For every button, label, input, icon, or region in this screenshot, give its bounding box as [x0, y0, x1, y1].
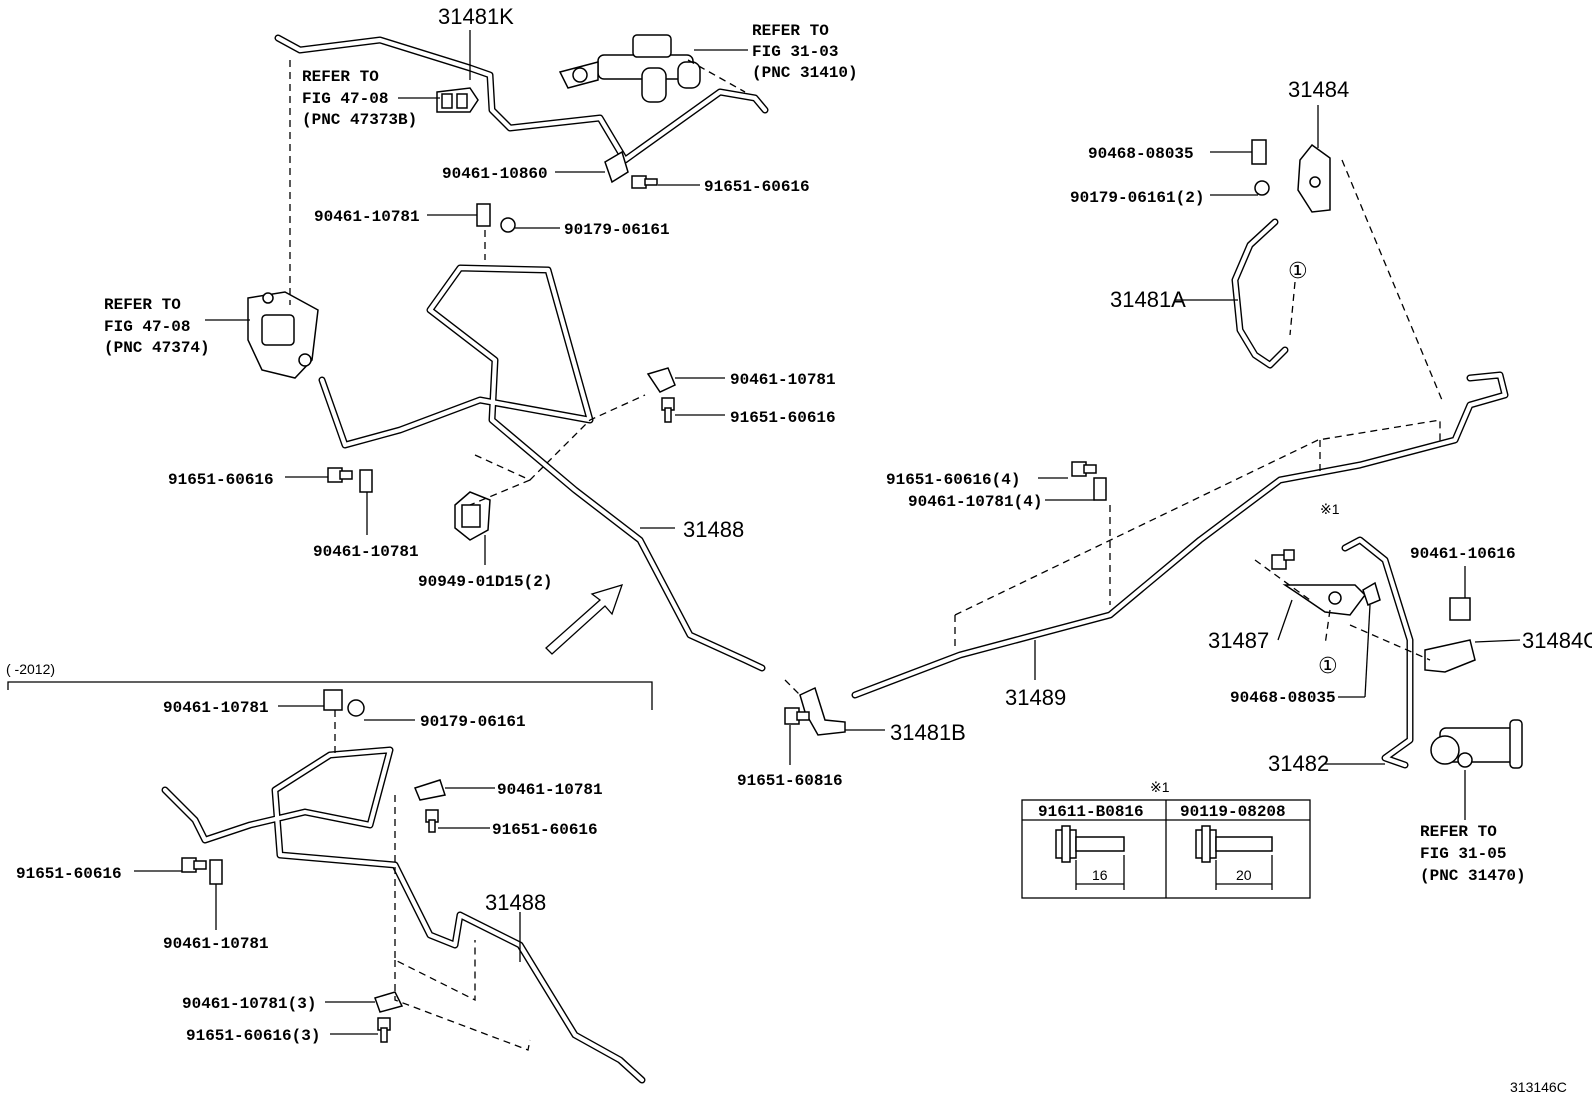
label-91651-60616-3[interactable]: 91651-60616(3)	[186, 1027, 320, 1045]
bracket-90461-10860[interactable]	[604, 150, 629, 184]
bracket-31481B[interactable]	[784, 686, 846, 736]
pipe-31489[interactable]	[851, 371, 1509, 699]
label-31487[interactable]: 31487	[1208, 628, 1269, 653]
bracket-90461-10781-b[interactable]	[646, 367, 676, 393]
pipe-31482[interactable]	[1341, 536, 1414, 769]
label-91651-60816[interactable]: 91651-60816	[737, 772, 843, 790]
note-mark-1[interactable]: ※1	[1320, 501, 1340, 517]
pipe-31488-lower[interactable]	[161, 746, 646, 1084]
label-31489[interactable]: 31489	[1005, 685, 1066, 710]
label-90461-10781-4[interactable]: 90461-10781(4)	[908, 493, 1042, 511]
label-90461-10616[interactable]: 90461-10616	[1410, 545, 1516, 563]
release-cylinder-31470[interactable]	[1430, 719, 1523, 769]
leader-lines	[7, 30, 1521, 1035]
refer-31-03-line1[interactable]: REFER TO	[752, 22, 829, 40]
label-31481B[interactable]: 31481B	[890, 720, 966, 745]
table-col-2-length: 20	[1236, 867, 1252, 883]
label-91651-60616-a[interactable]: 91651-60616	[704, 178, 810, 196]
bracket-90461-10781-4[interactable]	[1093, 477, 1107, 501]
bracket-31484C[interactable]	[1424, 639, 1476, 673]
bracket-90461-10781-3[interactable]	[374, 991, 404, 1013]
label-31484[interactable]: 31484	[1288, 77, 1349, 102]
table-col-1-length: 16	[1092, 867, 1108, 883]
diagram-id: 313146C	[1510, 1079, 1567, 1095]
direction-arrow-icon	[545, 584, 624, 655]
label-90179-06161-b[interactable]: 90179-06161	[420, 713, 526, 731]
label-31488-lower[interactable]: 31488	[485, 890, 546, 915]
bracket-90461-10616[interactable]	[1449, 597, 1471, 621]
part-labels: 31481K REFER TO FIG 31-03 (PNC 31410) RE…	[6, 4, 1592, 1095]
refer-47-08-line1[interactable]: REFER TO	[104, 296, 181, 314]
label-91651-60616-4[interactable]: 91651-60616(4)	[886, 471, 1020, 489]
year-range-label[interactable]: ( -2012)	[6, 661, 55, 677]
label-90461-10781-c[interactable]: 90461-10781	[313, 543, 419, 561]
label-91651-60616-d[interactable]: 91651-60616	[492, 821, 598, 839]
label-91651-60616-b[interactable]: 91651-60616	[730, 409, 836, 427]
bolt-91651-60616-4[interactable]	[1071, 461, 1097, 477]
bolt-icon-16	[1055, 825, 1125, 890]
circle-1-lower[interactable]: ①	[1318, 653, 1338, 678]
refer-47-08-line3[interactable]: (PNC 47374)	[104, 339, 210, 357]
refer-31-05-line2[interactable]: FIG 31-05	[1420, 845, 1506, 863]
bolt-91651-60616-e[interactable]	[181, 857, 207, 873]
pipe-31488-upper[interactable]	[318, 264, 766, 672]
label-90179-06161-2[interactable]: 90179-06161(2)	[1070, 189, 1204, 207]
bracket-90461-10781-a[interactable]	[476, 203, 491, 227]
circle-1-upper[interactable]: ①	[1288, 258, 1308, 283]
bracket-90461-10781-e[interactable]	[413, 779, 446, 801]
label-31482[interactable]: 31482	[1268, 751, 1329, 776]
pipe-31481K[interactable]	[274, 34, 769, 164]
bracket-90461-10781-f[interactable]	[209, 859, 223, 885]
master-cylinder[interactable]	[558, 34, 701, 103]
bracket-31484[interactable]	[1251, 139, 1331, 213]
nut-90179-06161-b[interactable]	[347, 699, 365, 717]
table-title: ※1	[1150, 779, 1170, 795]
label-90468-08035-b[interactable]: 90468-08035	[1230, 689, 1336, 707]
table-col-2-part: 90119-08208	[1180, 803, 1286, 821]
label-90461-10860[interactable]: 90461-10860	[442, 165, 548, 183]
label-90468-08035-a[interactable]: 90468-08035	[1088, 145, 1194, 163]
bracket-90461-10781-c[interactable]	[359, 469, 373, 493]
label-91651-60616-e[interactable]: 91651-60616	[16, 865, 122, 883]
bolt-91651-60616-d[interactable]	[425, 809, 439, 833]
junction-block-47374[interactable]	[247, 291, 319, 379]
label-90461-10781-f[interactable]: 90461-10781	[163, 935, 269, 953]
refer-31-05-line1[interactable]: REFER TO	[1420, 823, 1497, 841]
dashed-guides	[289, 59, 1443, 1051]
refer-47-08-b-line3[interactable]: (PNC 47373B)	[302, 111, 417, 129]
clamp-90949-01D15[interactable]	[454, 491, 491, 541]
label-90461-10781-a[interactable]: 90461-10781	[314, 208, 420, 226]
bolt-91651-60616-b[interactable]	[661, 397, 675, 423]
bolt-91651-60616-c[interactable]	[327, 467, 353, 483]
refer-31-03-line2[interactable]: FIG 31-03	[752, 43, 838, 61]
bolt-icon-20	[1195, 825, 1273, 890]
label-31481A[interactable]: 31481A	[1110, 287, 1186, 312]
label-90179-06161-a[interactable]: 90179-06161	[564, 221, 670, 239]
bracket-31487[interactable]	[1271, 549, 1381, 616]
label-31481K[interactable]: 31481K	[438, 4, 514, 29]
bolt-91651-60616-3[interactable]	[377, 1017, 391, 1043]
label-90461-10781-3[interactable]: 90461-10781(3)	[182, 995, 316, 1013]
bolt-size-table: ※1 91611-B0816 90119-08208 16 20	[1021, 779, 1311, 899]
hose-31481A[interactable]	[1231, 218, 1289, 369]
label-90461-10781-e[interactable]: 90461-10781	[497, 781, 603, 799]
label-91651-60616-c[interactable]: 91651-60616	[168, 471, 274, 489]
label-90461-10781-b[interactable]: 90461-10781	[730, 371, 836, 389]
bolt-91651-60616-a[interactable]	[631, 175, 658, 189]
refer-31-05-line3[interactable]: (PNC 31470)	[1420, 867, 1526, 885]
label-90949-01D15[interactable]: 90949-01D15(2)	[418, 573, 552, 591]
bracket-90461-10781-d[interactable]	[323, 689, 343, 711]
table-col-1-part: 91611-B0816	[1038, 803, 1144, 821]
refer-47-08-b-line1[interactable]: REFER TO	[302, 68, 379, 86]
refer-31-03-line3[interactable]: (PNC 31410)	[752, 64, 858, 82]
label-31488-upper[interactable]: 31488	[683, 517, 744, 542]
label-90461-10781-d[interactable]: 90461-10781	[163, 699, 269, 717]
nut-90179-06161-a[interactable]	[500, 217, 516, 233]
clamp-47373B[interactable]	[436, 87, 479, 113]
label-31484C[interactable]: 31484C	[1522, 628, 1592, 653]
refer-47-08-line2[interactable]: FIG 47-08	[104, 318, 190, 336]
refer-47-08-b-line2[interactable]: FIG 47-08	[302, 90, 388, 108]
